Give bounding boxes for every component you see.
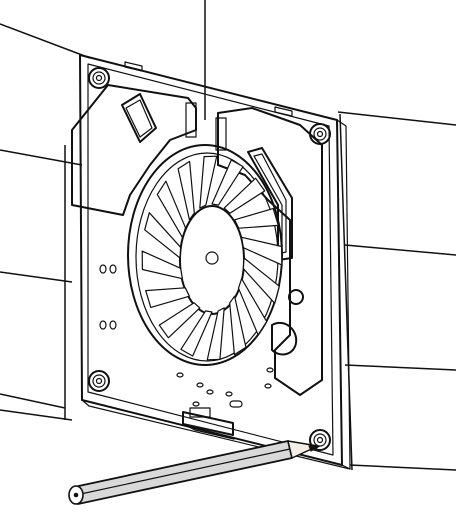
fan-blade — [211, 159, 244, 206]
right-housing-tab — [215, 117, 227, 151]
fan-blade — [206, 307, 225, 361]
stud-left-4 — [109, 320, 117, 330]
fan-blade — [237, 278, 268, 336]
tile-line-5 — [344, 244, 456, 256]
fan-blade — [223, 177, 266, 214]
clip-left — [124, 61, 143, 72]
left-housing-button-shade — [125, 99, 153, 138]
plate-outer-edge — [79, 54, 343, 466]
left-housing-button — [121, 93, 157, 143]
fan-blade — [144, 212, 182, 259]
stud-mid-3 — [206, 389, 214, 395]
bottom-connector — [182, 407, 235, 440]
fan-blade — [145, 287, 190, 308]
stud-left-3 — [99, 320, 107, 330]
left-housing — [71, 84, 197, 216]
fan-plate — [79, 54, 351, 470]
tile-line-9 — [0, 409, 73, 421]
pencil-end-lead — [73, 492, 79, 498]
plate-thickness-right — [336, 119, 351, 470]
pencil-wood-tip — [287, 440, 319, 459]
fan-assembly — [127, 144, 283, 366]
tile-line-4 — [337, 111, 456, 126]
tile-line-6 — [0, 271, 73, 283]
fan-blade — [199, 155, 218, 209]
tile-line-12 — [339, 113, 353, 471]
tile-line-8 — [0, 393, 66, 409]
pencil-facet-line — [75, 448, 291, 496]
screw-top-right — [309, 123, 331, 145]
tile-line-3 — [0, 149, 83, 166]
left-housing-body — [71, 84, 197, 216]
fan-blade — [156, 180, 187, 238]
tile-line-7 — [344, 364, 456, 371]
stud-right-2 — [264, 383, 272, 389]
mounting-screws — [88, 67, 331, 451]
fan-blade — [241, 236, 283, 266]
connector-lip — [182, 423, 235, 440]
plate-inner-edge — [87, 63, 334, 456]
plate-studs — [99, 264, 274, 408]
stud-mid-6 — [229, 400, 243, 408]
fan-blade — [141, 250, 183, 280]
connector-body — [182, 411, 234, 436]
fan-blade — [158, 302, 201, 339]
clip-right — [274, 106, 293, 117]
fan-blade — [180, 310, 213, 357]
stud-right-1 — [266, 367, 274, 373]
right-housing-slot — [247, 147, 293, 261]
pencil — [68, 440, 322, 505]
left-housing-tab — [185, 102, 197, 138]
right-housing-hole — [288, 289, 304, 305]
pencil-lead — [308, 445, 322, 452]
stud-mid-5 — [225, 391, 233, 397]
fan-hub-center — [205, 251, 219, 265]
stud-left-1 — [99, 264, 107, 274]
right-housing-slot-inner — [253, 153, 287, 254]
fan-blade — [242, 257, 280, 304]
fan-blade — [229, 295, 247, 356]
stud-mid-4 — [192, 401, 200, 407]
screw-bottom-left — [88, 370, 110, 392]
top-clips — [124, 61, 293, 117]
screw-top-left — [88, 67, 110, 89]
wall-tiles — [0, 0, 456, 471]
tile-line-1 — [0, 23, 91, 59]
fan-blade — [234, 208, 279, 229]
fan-blades — [141, 155, 283, 361]
connector-block — [189, 407, 211, 418]
stud-mid-1 — [176, 372, 184, 378]
stud-mid-2 — [196, 382, 204, 388]
right-housing-knob — [271, 322, 298, 356]
stud-left-2 — [109, 264, 117, 274]
tile-line-10 — [349, 464, 456, 471]
fan-blade — [177, 160, 195, 221]
